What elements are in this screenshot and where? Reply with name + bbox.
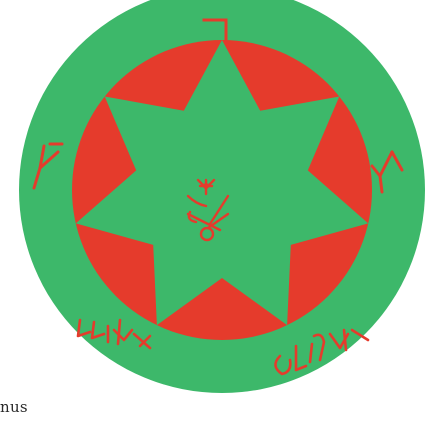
caption-fragment: nus <box>0 398 28 416</box>
